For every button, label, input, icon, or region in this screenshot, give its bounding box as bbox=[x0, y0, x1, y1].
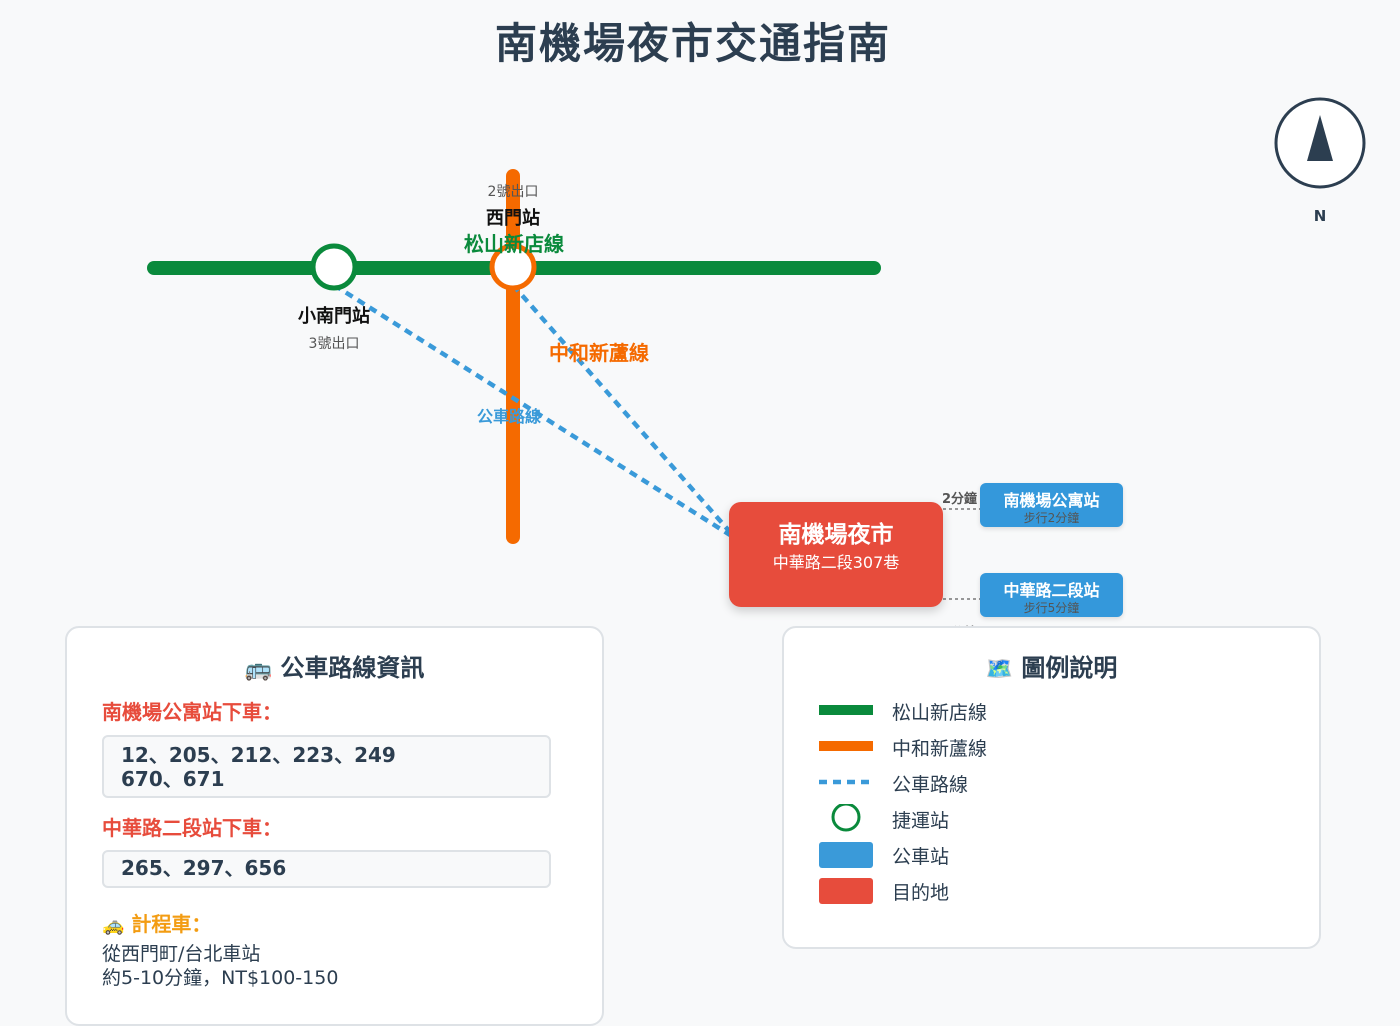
bus-stop-name: 中華路二段站 bbox=[1003, 581, 1100, 600]
route-line: 265、297、656 bbox=[121, 856, 287, 880]
route-line: 670、671 bbox=[121, 767, 225, 791]
station-ximen[interactable] bbox=[489, 243, 537, 291]
taxi-heading: 🚕 計程車： bbox=[102, 912, 212, 936]
transit-map bbox=[147, 169, 980, 600]
legend-item-station: 捷運站 bbox=[819, 804, 1219, 834]
orange-line-swatch bbox=[819, 741, 873, 751]
page-title: 南機場夜市交通指南 bbox=[494, 19, 891, 68]
xiaonanmen-exit-label: 3號出口 bbox=[308, 336, 360, 352]
destination-marker[interactable]: 南機場夜市 中華路二段307巷 bbox=[729, 502, 943, 607]
bus-stop-swatch bbox=[819, 842, 873, 868]
route-list-nanjichang: 12、205、212、223、249 670、671 bbox=[102, 735, 551, 798]
compass-icon bbox=[1274, 97, 1366, 189]
bus-route-from-ximen bbox=[511, 283, 732, 534]
orange-line-label: 中和新蘆線 bbox=[549, 341, 649, 365]
destination-address: 中華路二段307巷 bbox=[772, 553, 900, 572]
route-list-zhonghua: 265、297、656 bbox=[102, 850, 551, 888]
bus-stop-zhonghua[interactable]: 中華路二段站 步行5分鐘 bbox=[980, 573, 1123, 617]
stop-heading-zhonghua: 中華路二段站下車： bbox=[102, 816, 282, 840]
compass-north-label: N bbox=[1313, 207, 1327, 225]
destination-name: 南機場夜市 bbox=[778, 522, 894, 548]
bus-stop-walk: 步行5分鐘 bbox=[1023, 601, 1080, 615]
bus-stop-name: 南機場公寓站 bbox=[1003, 491, 1100, 510]
route-line: 12、205、212、223、249 bbox=[121, 743, 396, 767]
station-circle-swatch bbox=[831, 804, 861, 832]
taxi-line-fare: 約5-10分鐘，NT$100-150 bbox=[102, 967, 339, 989]
green-line-label: 松山新店線 bbox=[464, 232, 564, 256]
walk-time-a: 2分鐘 bbox=[942, 492, 978, 507]
dashed-line-swatch bbox=[819, 779, 873, 785]
bus-stop-nanjichang[interactable]: 南機場公寓站 步行2分鐘 bbox=[980, 483, 1123, 527]
map-icon: 🗺️ bbox=[985, 657, 1014, 682]
legend-item-bus-route: 公車路線 bbox=[819, 768, 1219, 798]
green-line-swatch bbox=[819, 705, 873, 715]
legend-panel: 🗺️ 圖例說明 松山新店線 中和新蘆線 公車路線 捷運站 公車站 bbox=[782, 626, 1321, 949]
bus-icon: 🚌 bbox=[244, 657, 273, 682]
station-xiaonanmen[interactable] bbox=[310, 243, 358, 291]
ximen-exit-label: 2號出口 bbox=[487, 184, 539, 200]
legend-item-orange-line: 中和新蘆線 bbox=[819, 732, 1219, 762]
bus-panel-title: 🚌 公車路線資訊 bbox=[244, 654, 425, 682]
taxi-line-origin: 從西門町/台北車站 bbox=[102, 943, 261, 965]
destination-swatch bbox=[819, 878, 873, 904]
taxi-icon: 🚕 bbox=[102, 915, 125, 936]
ximen-station-label: 西門站 bbox=[486, 208, 540, 229]
legend-item-green-line: 松山新店線 bbox=[819, 696, 1219, 726]
bus-stop-walk: 步行2分鐘 bbox=[1023, 511, 1080, 525]
stop-heading-nanjichang: 南機場公寓站下車： bbox=[102, 700, 282, 724]
legend-panel-title: 🗺️ 圖例說明 bbox=[985, 654, 1118, 682]
legend-item-bus-stop: 公車站 bbox=[819, 840, 1219, 870]
bus-route-label: 公車路線 bbox=[477, 407, 542, 426]
xiaonanmen-station-label: 小南門站 bbox=[298, 306, 370, 327]
bus-info-panel: 🚌 公車路線資訊 南機場公寓站下車： 12、205、212、223、249 67… bbox=[65, 626, 604, 1026]
legend-item-destination: 目的地 bbox=[819, 876, 1219, 906]
